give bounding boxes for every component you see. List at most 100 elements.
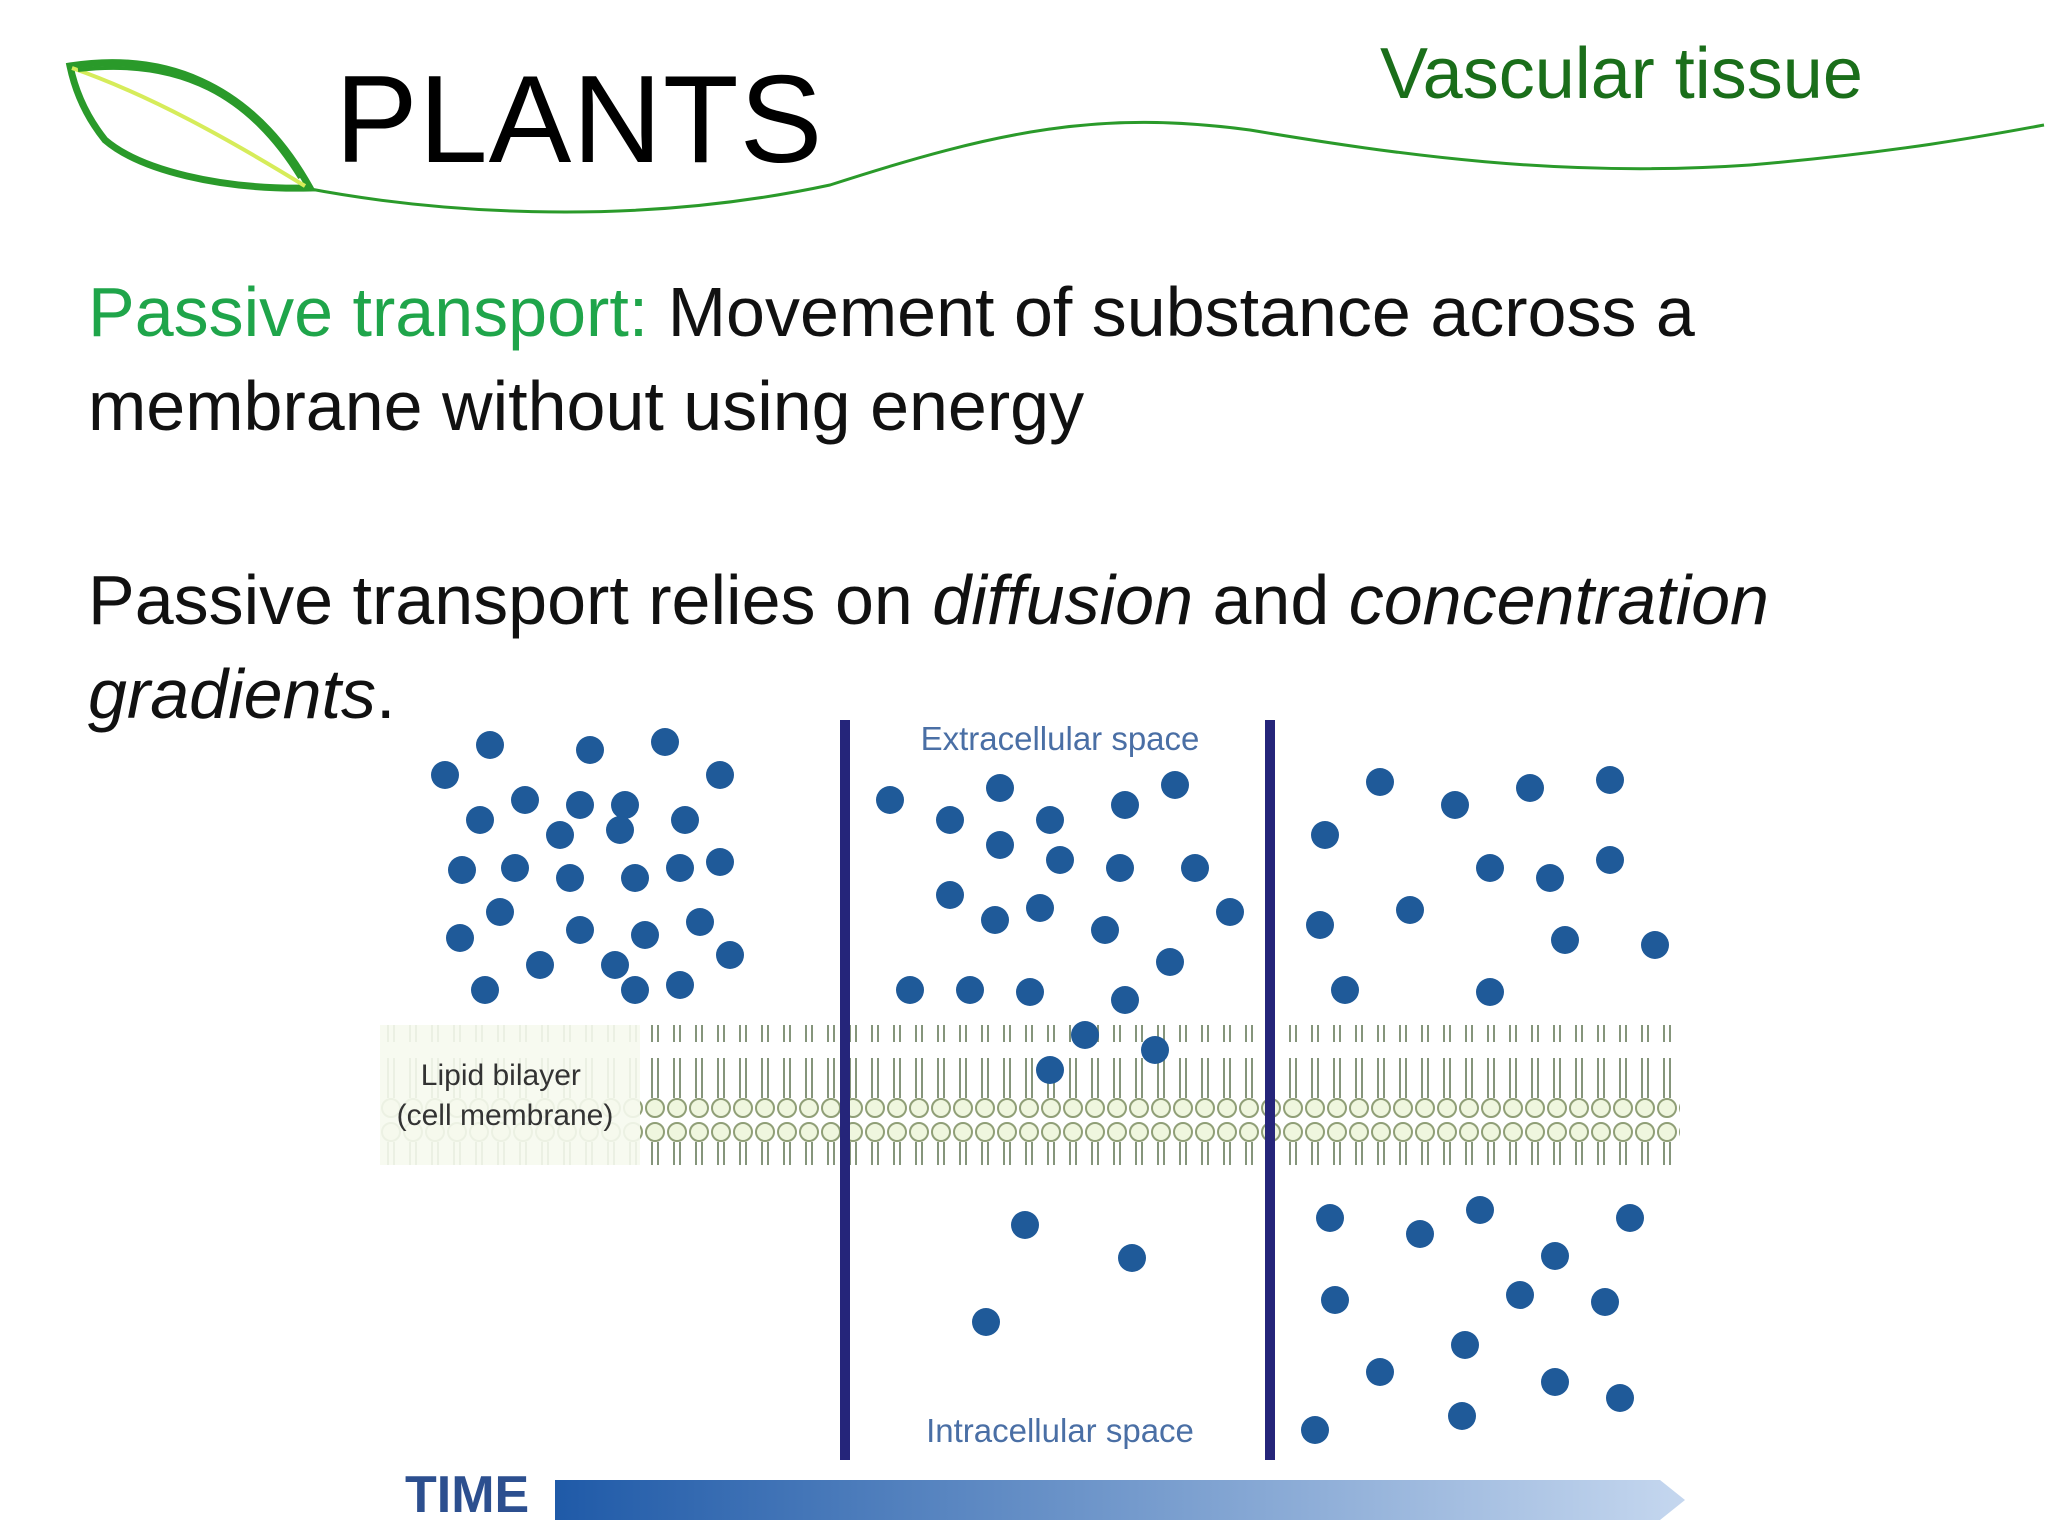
molecule xyxy=(1516,774,1544,802)
molecule xyxy=(1091,916,1119,944)
swoosh-line xyxy=(304,120,2045,214)
molecule xyxy=(671,806,699,834)
molecule xyxy=(876,786,904,814)
diffusion-paragraph: Passive transport relies on diffusion an… xyxy=(88,553,1968,741)
molecule xyxy=(972,1308,1000,1336)
molecule xyxy=(651,728,679,756)
molecule xyxy=(1016,978,1044,1006)
molecule xyxy=(666,971,694,999)
molecule xyxy=(706,761,734,789)
molecule xyxy=(1476,854,1504,882)
molecule xyxy=(566,916,594,944)
bilayer-label-line1: Lipid bilayer xyxy=(421,1059,581,1092)
definition-paragraph: Passive transport: Movement of substance… xyxy=(88,265,1968,453)
molecule xyxy=(566,791,594,819)
molecule xyxy=(1036,1056,1064,1084)
molecule xyxy=(1448,1402,1476,1430)
molecule xyxy=(956,976,984,1004)
molecule xyxy=(1156,948,1184,976)
molecule xyxy=(1306,911,1334,939)
bilayer-label-box xyxy=(380,1025,640,1165)
molecule xyxy=(556,864,584,892)
molecule xyxy=(1046,846,1074,874)
p2-end: . xyxy=(375,655,396,733)
molecule xyxy=(686,908,714,936)
molecule xyxy=(1591,1288,1619,1316)
molecule xyxy=(1596,766,1624,794)
molecule xyxy=(706,848,734,876)
slide-body: Passive transport: Movement of substance… xyxy=(88,265,1968,741)
molecules xyxy=(431,728,1669,1444)
bilayer-label: Lipid bilayer (cell membrane) xyxy=(397,1059,614,1132)
molecule xyxy=(606,816,634,844)
em-diffusion: diffusion xyxy=(932,561,1194,639)
bilayer-label-line2: (cell membrane) xyxy=(397,1099,614,1132)
term-label: Passive transport: xyxy=(88,273,649,351)
molecule xyxy=(471,976,499,1004)
molecule xyxy=(1316,1204,1344,1232)
molecule xyxy=(1181,854,1209,882)
time-label: TIME xyxy=(405,1466,529,1524)
molecule xyxy=(1641,931,1669,959)
p2-mid: and xyxy=(1193,561,1349,639)
molecule xyxy=(446,924,474,952)
molecule xyxy=(986,774,1014,802)
molecule xyxy=(1441,791,1469,819)
molecule xyxy=(1011,1211,1039,1239)
intracellular-label: Intracellular space xyxy=(926,1412,1194,1449)
molecule xyxy=(1541,1368,1569,1396)
molecule xyxy=(1466,1196,1494,1224)
extracellular-label: Extracellular space xyxy=(921,720,1200,757)
molecule xyxy=(501,854,529,882)
definition-text: Movement of substance across a membrane … xyxy=(88,273,1695,445)
diffusion-diagram: Lipid bilayer (cell membrane) Extracellu… xyxy=(380,720,1685,1524)
molecule xyxy=(1111,791,1139,819)
molecule xyxy=(526,951,554,979)
molecule xyxy=(576,736,604,764)
molecule xyxy=(1476,978,1504,1006)
molecule xyxy=(1596,846,1624,874)
molecule xyxy=(1311,821,1339,849)
molecule xyxy=(1321,1286,1349,1314)
molecule xyxy=(1331,976,1359,1004)
molecule xyxy=(601,951,629,979)
molecule xyxy=(448,856,476,884)
molecule xyxy=(1301,1416,1329,1444)
molecule xyxy=(666,854,694,882)
molecule xyxy=(1141,1036,1169,1064)
molecule xyxy=(611,791,639,819)
molecule xyxy=(1366,1358,1394,1386)
molecule xyxy=(1616,1204,1644,1232)
molecule xyxy=(476,731,504,759)
molecule xyxy=(621,864,649,892)
molecule xyxy=(1551,926,1579,954)
molecule xyxy=(1406,1220,1434,1248)
molecule xyxy=(546,821,574,849)
molecule xyxy=(1606,1384,1634,1412)
molecule xyxy=(466,806,494,834)
molecule xyxy=(631,921,659,949)
molecule xyxy=(486,898,514,926)
molecule xyxy=(896,976,924,1004)
section-title: Vascular tissue xyxy=(1380,34,1863,114)
molecule xyxy=(1506,1281,1534,1309)
molecule xyxy=(1161,771,1189,799)
molecule xyxy=(1106,854,1134,882)
time-arrow xyxy=(555,1480,1685,1520)
leaf-swoosh-decoration xyxy=(65,59,2045,214)
em-concentration: concentration gradients xyxy=(88,561,1769,733)
molecule xyxy=(716,941,744,969)
molecule xyxy=(1036,806,1064,834)
molecule xyxy=(936,806,964,834)
p2-start: Passive transport relies on xyxy=(88,561,933,639)
molecule xyxy=(986,831,1014,859)
molecule xyxy=(1111,986,1139,1014)
molecule xyxy=(1396,896,1424,924)
molecule xyxy=(621,976,649,1004)
slide-title: PLANTS xyxy=(335,51,824,189)
molecule xyxy=(511,786,539,814)
molecule xyxy=(1451,1331,1479,1359)
leaf-icon xyxy=(65,59,316,192)
molecule xyxy=(1118,1244,1146,1272)
